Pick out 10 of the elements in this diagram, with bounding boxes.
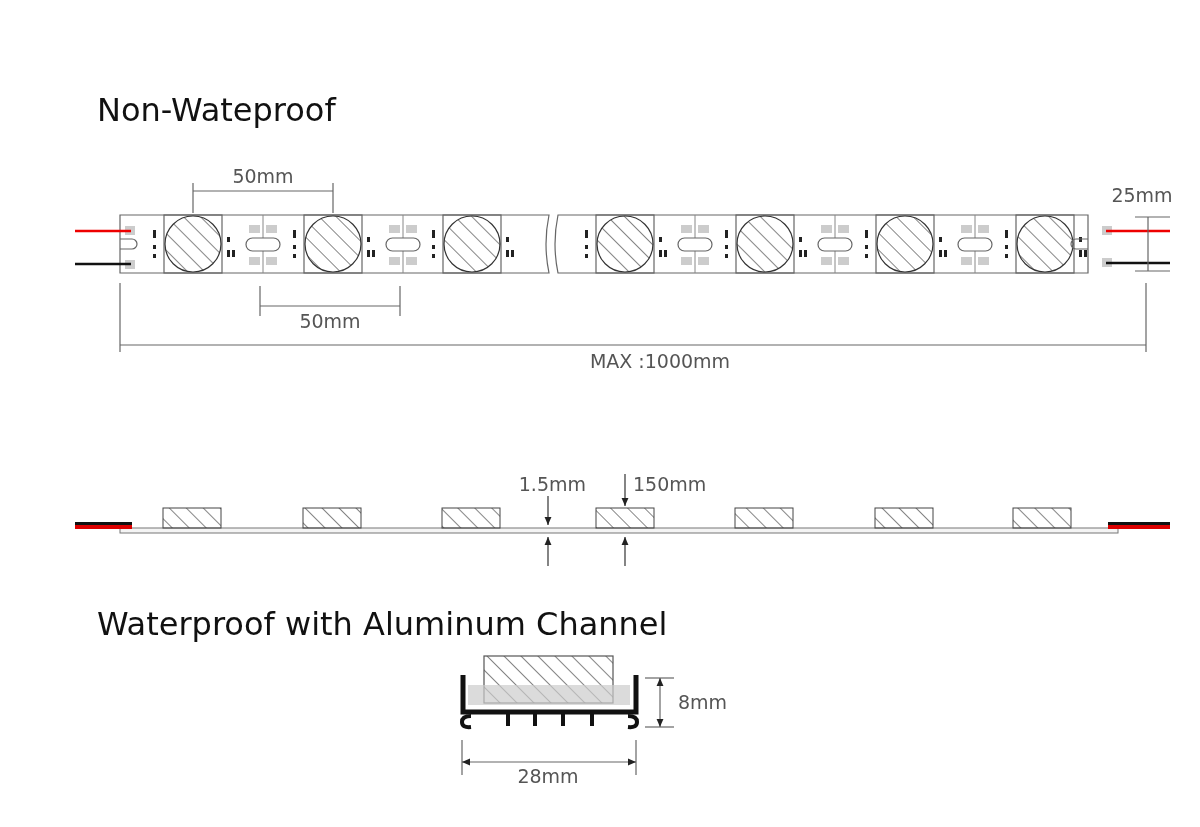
section-heading: Non-Wateproof (97, 94, 336, 126)
dimension-label: 150mm (633, 474, 707, 494)
dimension-label: 25mm (1111, 185, 1173, 205)
dimension-label: 50mm (232, 166, 294, 186)
dimension-label: 50mm (299, 311, 361, 331)
dimension-label: 1.5mm (518, 474, 586, 494)
dimension-label: 28mm (517, 766, 579, 786)
section-heading: Waterproof with Aluminum Channel (97, 608, 668, 640)
dimension-label: MAX :1000mm (589, 351, 731, 371)
dimension-label: 8mm (678, 692, 728, 712)
